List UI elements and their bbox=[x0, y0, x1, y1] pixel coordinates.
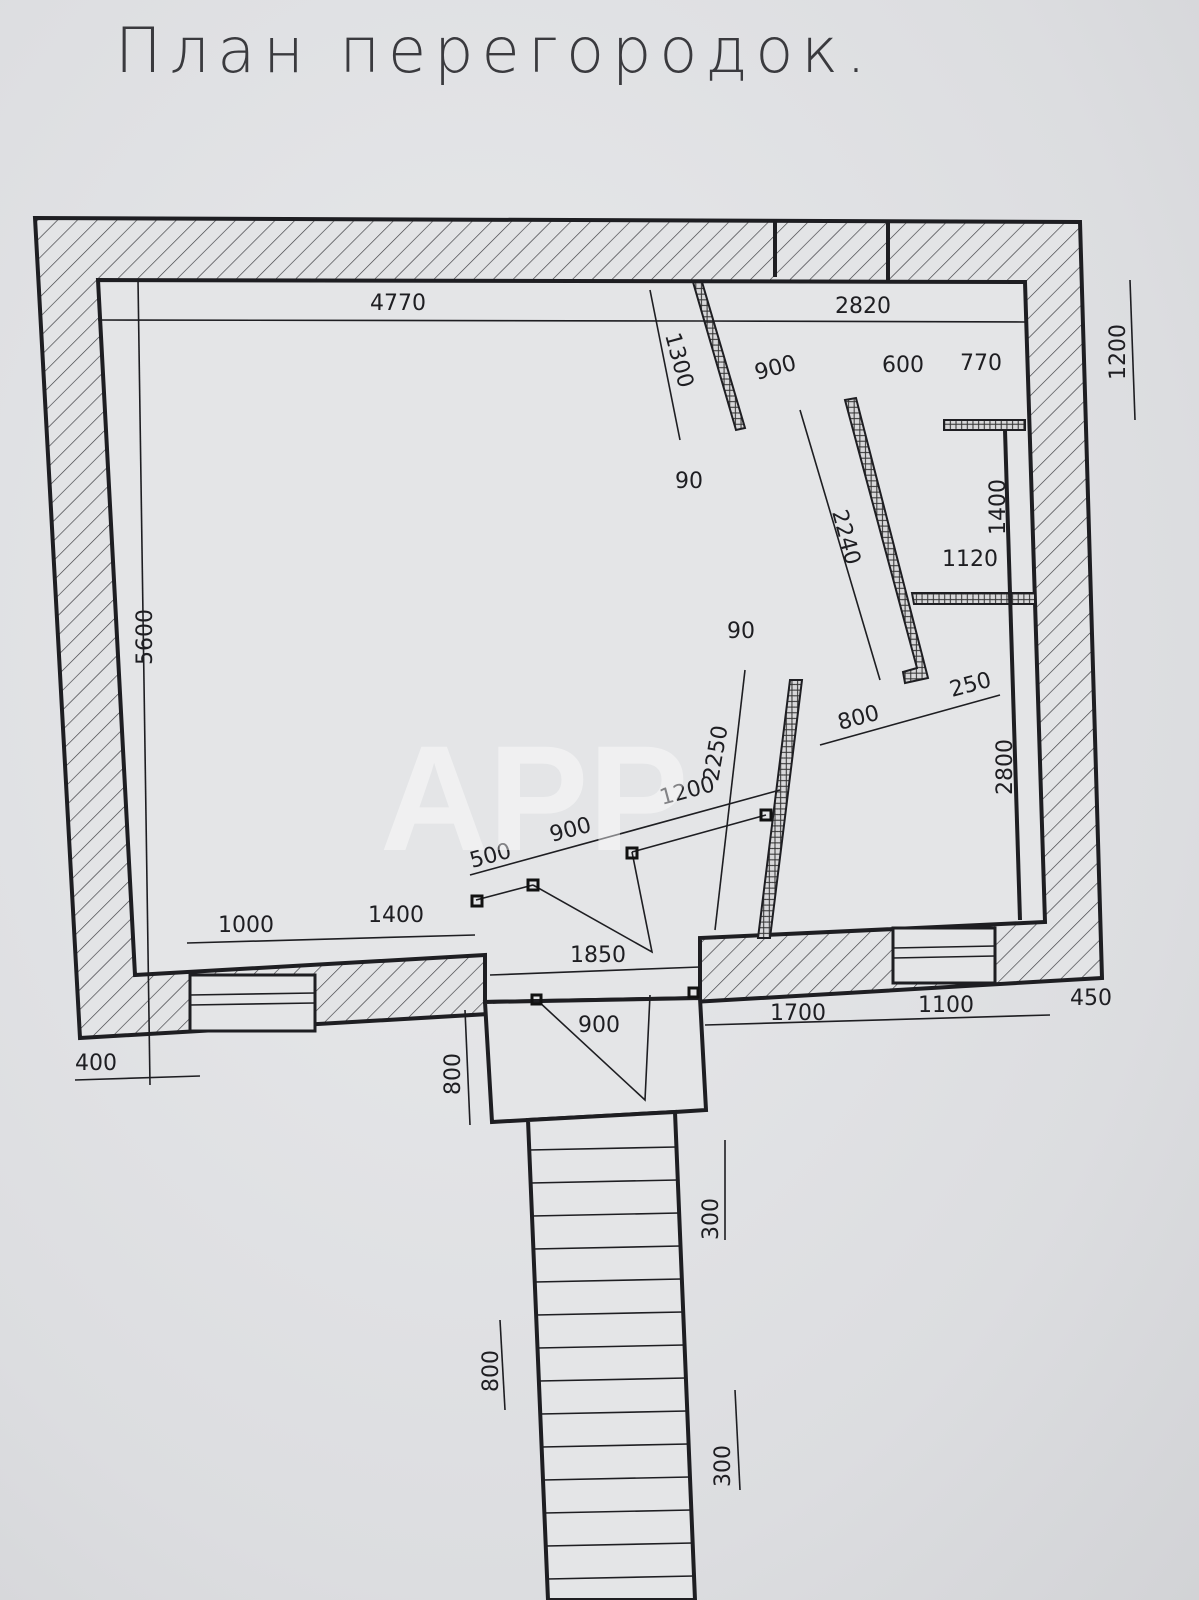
closet-wall bbox=[843, 396, 930, 685]
window-right bbox=[891, 926, 997, 985]
partition-top-diagonal bbox=[691, 281, 747, 432]
dim-450: 450 bbox=[1070, 986, 1112, 1011]
window-left bbox=[188, 973, 317, 1033]
stair-tread bbox=[529, 1146, 677, 1151]
dim-1400-closet: 1400 bbox=[986, 479, 1011, 535]
dim-1120: 1120 bbox=[942, 547, 998, 572]
closet-shelf-mid bbox=[910, 592, 1036, 605]
dim-1700: 1700 bbox=[770, 1001, 826, 1026]
stair-tread bbox=[545, 1542, 693, 1547]
dim-1100: 1100 bbox=[918, 993, 974, 1018]
dim-4770: 4770 bbox=[370, 291, 426, 316]
plan-title: План перегородок. bbox=[115, 14, 874, 87]
dim-300-bottom: 300 bbox=[711, 1445, 736, 1487]
dim-800-stair: 800 bbox=[479, 1350, 504, 1392]
stair-tread bbox=[537, 1344, 685, 1349]
partition-center-diagonal bbox=[756, 679, 804, 939]
room-floor bbox=[95, 277, 1048, 1005]
stair-tread bbox=[530, 1179, 678, 1184]
dim-800-vestibule: 800 bbox=[441, 1053, 466, 1095]
dimension-lines bbox=[74, 279, 1136, 1491]
dim-1200-right: 1200 bbox=[1106, 324, 1131, 380]
dim-900-vestibule: 900 bbox=[578, 1013, 620, 1038]
dim-1850: 1850 bbox=[570, 943, 626, 968]
dim-5600: 5600 bbox=[133, 609, 158, 665]
dim-600: 600 bbox=[882, 353, 924, 378]
door-swings bbox=[470, 808, 773, 1102]
stair-tread bbox=[544, 1509, 692, 1514]
dim-90-top: 90 bbox=[675, 469, 703, 494]
dim-2820: 2820 bbox=[835, 294, 891, 319]
closet-side-line bbox=[1003, 429, 1022, 921]
entrance-stairs bbox=[525, 1109, 698, 1600]
stair-tread bbox=[538, 1377, 686, 1382]
dim-400: 400 bbox=[75, 1051, 117, 1076]
stair-tread bbox=[536, 1311, 684, 1316]
dim-90-mid: 90 bbox=[727, 619, 755, 644]
stair-tread bbox=[542, 1476, 691, 1481]
stair-tread bbox=[540, 1410, 688, 1415]
dim-2800: 2800 bbox=[993, 739, 1018, 795]
stair-tread bbox=[541, 1443, 689, 1448]
stair-tread bbox=[547, 1575, 695, 1580]
dim-770: 770 bbox=[960, 351, 1002, 376]
dim-300-top: 300 bbox=[699, 1198, 724, 1240]
stair-tread bbox=[534, 1278, 682, 1283]
dim-1400-wall: 1400 bbox=[368, 903, 424, 928]
dim-1000: 1000 bbox=[218, 913, 274, 938]
watermark: APP bbox=[380, 714, 688, 882]
closet-shelf-top bbox=[943, 419, 1026, 431]
stair-tread bbox=[531, 1212, 680, 1217]
stair-tread bbox=[533, 1245, 681, 1250]
